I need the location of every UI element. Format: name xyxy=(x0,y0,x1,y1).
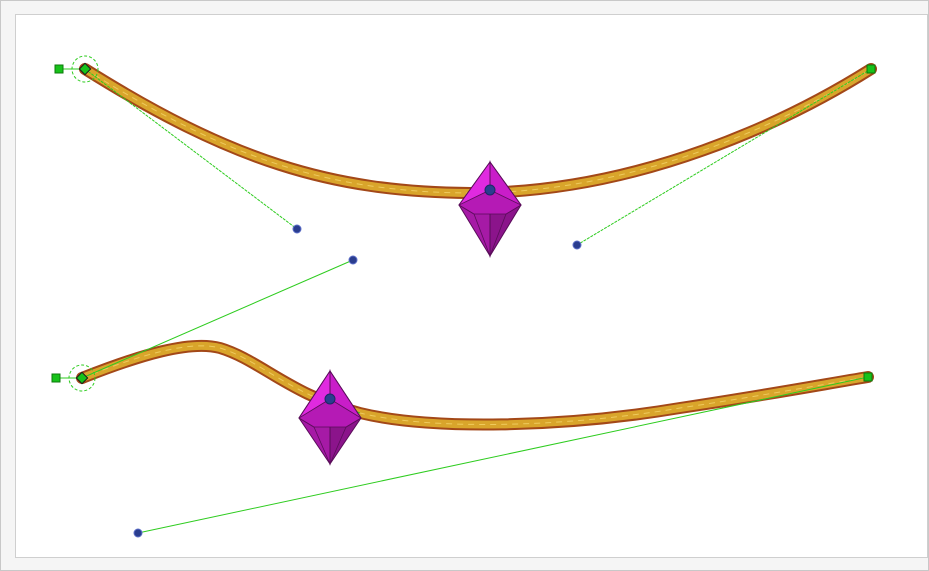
pivot-ring-icon[interactable] xyxy=(71,55,99,83)
square-handle-icon[interactable] xyxy=(866,64,876,74)
diamond-gem-icon[interactable] xyxy=(298,369,362,466)
start-diamond-icon[interactable] xyxy=(75,371,89,385)
diamond-gem-icon[interactable] xyxy=(458,160,522,258)
curve-top-tangent-left xyxy=(84,68,298,230)
control-point-icon[interactable] xyxy=(133,528,143,538)
curve-bottom-tube-edge[interactable] xyxy=(76,339,874,431)
curve-top-tube[interactable] xyxy=(81,65,875,198)
control-point-icon[interactable] xyxy=(292,224,302,234)
curve-bottom-tangent-right xyxy=(137,376,869,534)
curve-bottom-tube[interactable] xyxy=(78,341,872,429)
curve-bottom-group[interactable] xyxy=(51,255,874,538)
square-handle-icon[interactable] xyxy=(863,372,873,382)
square-handle-icon[interactable] xyxy=(54,64,64,74)
control-point-icon[interactable] xyxy=(572,240,582,250)
square-handle-icon[interactable] xyxy=(51,373,61,383)
curve-top-group[interactable] xyxy=(54,55,877,258)
start-diamond-icon[interactable] xyxy=(78,62,92,76)
curve-bottom-tangent-left xyxy=(81,259,354,379)
control-point-icon[interactable] xyxy=(348,255,358,265)
canvas-panel[interactable] xyxy=(15,14,928,558)
curve-bottom-spine xyxy=(81,345,869,425)
curve-top-tangent-right xyxy=(576,68,872,246)
pivot-ring-icon[interactable] xyxy=(68,364,96,392)
